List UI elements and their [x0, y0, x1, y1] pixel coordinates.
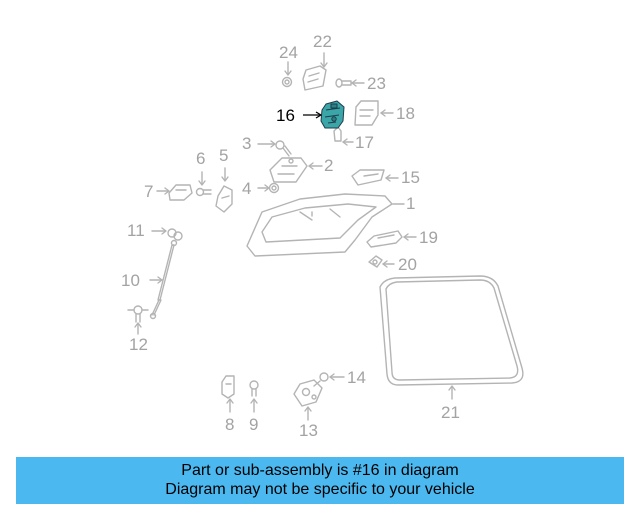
parts-diagram	[127, 52, 524, 421]
part-23-bolt	[335, 78, 365, 88]
part-4-nut	[257, 182, 280, 194]
part-7-bracket	[156, 184, 193, 201]
part-10-gas-strut	[149, 239, 178, 320]
part-label-2: 2	[324, 156, 334, 175]
part-15-handle	[351, 169, 399, 186]
part-5-bracket	[215, 167, 233, 213]
part-label-13: 13	[299, 421, 318, 440]
part-label-6: 6	[196, 149, 206, 168]
info-banner: Part or sub-assembly is #16 in diagram D…	[16, 457, 624, 504]
part-14-rod	[313, 372, 345, 387]
part-label-10: 10	[121, 271, 140, 290]
part-label-12: 12	[129, 335, 148, 354]
part-21-weatherstrip	[379, 275, 524, 400]
part-24-grommet	[281, 61, 293, 88]
part-1-liftgate	[246, 193, 405, 257]
part-20-clip	[368, 255, 395, 268]
part-19-light	[366, 230, 417, 248]
part-2-hinge	[269, 157, 323, 183]
banner-line-disclaimer: Diagram may not be specific to your vehi…	[165, 481, 475, 498]
part-label-22: 22	[313, 32, 332, 51]
part-9-bolt	[249, 380, 259, 413]
part-label-16: 16	[276, 106, 295, 125]
part-label-1: 1	[406, 194, 416, 213]
part-label-20: 20	[398, 255, 417, 274]
part-17-screw	[333, 126, 354, 146]
part-18-striker	[354, 100, 394, 126]
part-11-ball-stud	[151, 227, 183, 241]
part-label-19: 19	[419, 228, 438, 247]
part-12-bolt	[127, 305, 149, 335]
banner-line-part: Part or sub-assembly is #16 in diagram	[181, 462, 459, 479]
part-22-bracket	[302, 52, 328, 91]
part-16-lock-actuator	[303, 100, 345, 129]
part-label-5: 5	[219, 146, 229, 165]
part-label-21: 21	[441, 403, 460, 422]
part-label-11: 11	[127, 221, 145, 240]
part-label-17: 17	[355, 133, 374, 152]
part-13-latch	[293, 379, 323, 421]
part-3-bolt	[257, 140, 292, 157]
part-6-bolt	[195, 171, 212, 197]
part-label-23: 23	[367, 74, 386, 93]
part-label-8: 8	[225, 415, 235, 434]
part-label-15: 15	[401, 168, 420, 187]
part-label-7: 7	[144, 182, 154, 201]
part-label-18: 18	[396, 104, 415, 123]
part-8-bumper	[221, 375, 235, 413]
part-label-14: 14	[347, 368, 366, 387]
part-label-9: 9	[249, 415, 259, 434]
part-label-24: 24	[279, 43, 298, 62]
part-label-3: 3	[242, 134, 252, 153]
part-label-4: 4	[242, 179, 252, 198]
